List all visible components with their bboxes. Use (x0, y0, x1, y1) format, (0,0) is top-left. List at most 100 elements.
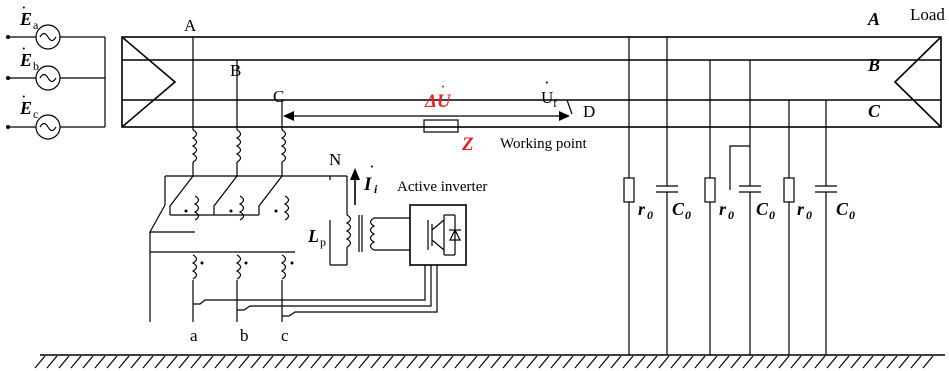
source-a-sub: a (33, 18, 39, 32)
ground-hatch-line (586, 355, 598, 369)
source-transformer-delta (121, 36, 177, 128)
ground-hatch-line (406, 355, 418, 369)
working-point-label: Working point (500, 136, 588, 152)
ground-hatch-line (394, 355, 406, 369)
ground-hatch-line (490, 355, 502, 369)
source-a-label: E (19, 9, 32, 29)
ground-hatch-line (526, 355, 538, 369)
c0-sub-1: 0 (685, 208, 691, 222)
source-b: E b · (6, 39, 105, 91)
inverter-label: Active inverter (397, 179, 487, 195)
ground-hatch-line (370, 355, 382, 369)
delta-u-dot: · (440, 77, 446, 96)
ground-hatch-line (730, 355, 742, 369)
svg-text:·: · (21, 0, 27, 17)
ground-hatch-line (142, 355, 154, 369)
ground-hatch-line (646, 355, 658, 369)
ground-hatch-line (226, 355, 238, 369)
ground-hatch-line (274, 355, 286, 369)
ground-hatch-line (286, 355, 298, 369)
load-label: Load (910, 5, 945, 24)
ground-hatch-line (454, 355, 466, 369)
ground-hatch-line (34, 355, 46, 369)
source-b-label: E (19, 50, 32, 70)
terminal-c-label: c (281, 326, 289, 345)
ground-hatch-line (634, 355, 646, 369)
ground-hatch-line (202, 355, 214, 369)
ground-hatch-line (154, 355, 166, 369)
point-d-label: D (583, 102, 595, 121)
voltage-drop-arrow (283, 111, 570, 121)
ground-hatch-line (46, 355, 58, 369)
ground-hatch-line (382, 355, 394, 369)
node-a-label: A (184, 16, 197, 35)
line-c-label: C (868, 101, 881, 121)
source-c-sub: c (33, 107, 38, 121)
ground-hatch-line (334, 355, 346, 369)
ground-hatch-line (238, 355, 250, 369)
node-c-label: C (273, 87, 284, 106)
shunt-group-2 (704, 82, 761, 355)
ground-hatch-line (754, 355, 766, 369)
ground-hatch-line (706, 355, 718, 369)
svg-text:·: · (21, 87, 27, 106)
ground-hatch-line (670, 355, 682, 369)
ground-hatch-line (190, 355, 202, 369)
ground-hatch-line (346, 355, 358, 369)
ground-hatch-line (94, 355, 106, 369)
ground-hatch-line (910, 355, 922, 369)
r0-label-2: r (719, 199, 727, 219)
line-box (121, 36, 942, 128)
ground-hatch-line (466, 355, 478, 369)
terminal-a-label: a (190, 326, 198, 345)
c0-label-2: C (756, 199, 769, 219)
current-dot: · (369, 157, 375, 176)
ground-hatch-line (478, 355, 490, 369)
ground-hatch-line (538, 355, 550, 369)
ground-hatch-line (106, 355, 118, 369)
uf-label: U (541, 88, 553, 107)
neutral-label: N (329, 150, 341, 169)
ground-hatch-line (310, 355, 322, 369)
ground-hatch-line (862, 355, 874, 369)
ground-hatch-line (322, 355, 334, 369)
ground-hatch-line (178, 355, 190, 369)
ground-hatch-line (922, 355, 934, 369)
source-a: E a · (6, 0, 105, 50)
load-delta (893, 36, 942, 128)
fault-switch (566, 99, 573, 115)
injection-branch (329, 168, 410, 266)
ground-hatch-line (70, 355, 82, 369)
ground-hatch-line (262, 355, 274, 369)
lp-label: L (307, 226, 319, 246)
r0-sub-1: 0 (647, 208, 653, 222)
ground-hatch-line (850, 355, 862, 369)
c0-label-1: C (672, 199, 685, 219)
ground-hatch-line (58, 355, 70, 369)
ground-hatch-line (598, 355, 610, 369)
node-b-label: B (230, 61, 241, 80)
ground-hatch-line (442, 355, 454, 369)
ground (34, 354, 945, 369)
ground-hatch-line (718, 355, 730, 369)
ground-hatch-line (778, 355, 790, 369)
ground-hatch-line (514, 355, 526, 369)
current-label: I (363, 174, 372, 195)
ground-hatch-line (358, 355, 370, 369)
ground-hatch-line (250, 355, 262, 369)
ground-hatch-line (610, 355, 622, 369)
ground-hatch-line (682, 355, 694, 369)
ground-hatch-line (82, 355, 94, 369)
terminal-b-label: b (240, 326, 249, 345)
ground-hatch-line (874, 355, 886, 369)
control-bus (193, 265, 438, 317)
ground-hatch-line (214, 355, 226, 369)
ground-hatch-line (790, 355, 802, 369)
ground-hatch-line (814, 355, 826, 369)
source-c: E c · (6, 87, 105, 140)
ground-hatch-line (502, 355, 514, 369)
source-c-label: E (19, 98, 32, 118)
c0-sub-2: 0 (769, 208, 775, 222)
r0-label-1: r (638, 199, 646, 219)
shunt-group-3 (783, 127, 837, 355)
